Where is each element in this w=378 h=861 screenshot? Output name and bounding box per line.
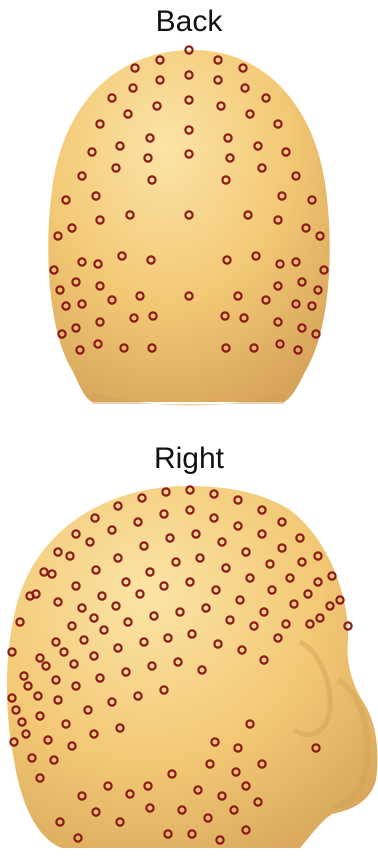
- back-head-figure: [0, 0, 378, 420]
- back-view-panel: Back: [0, 0, 378, 420]
- right-electrode-marker: [344, 622, 351, 629]
- right-view-panel: Right: [0, 430, 378, 861]
- right-head-figure: [0, 430, 378, 861]
